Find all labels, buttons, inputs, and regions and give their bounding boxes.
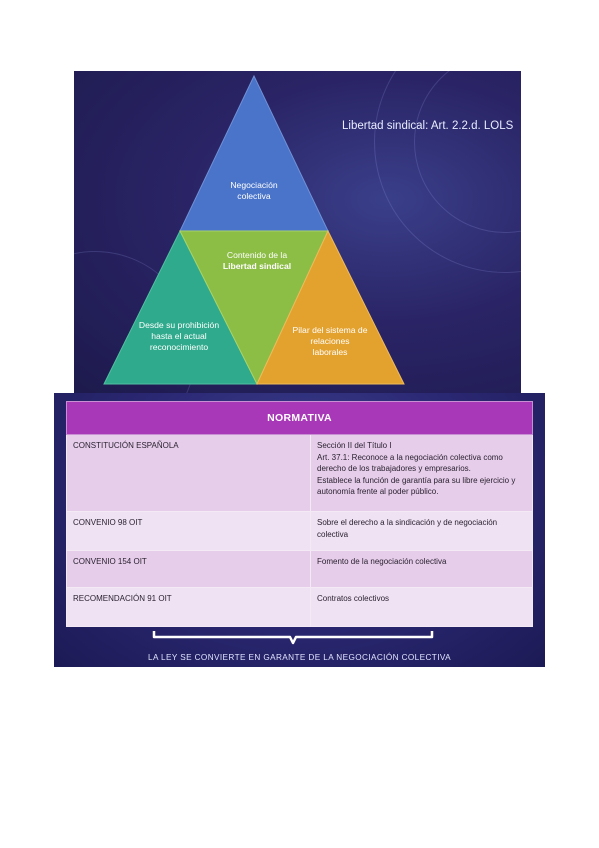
table-row: CONVENIO 154 OIT Fomento de la negociaci… (66, 550, 533, 588)
pyramid-diagram (103, 74, 405, 386)
slide-title: Libertad sindical: Art. 2.2.d. LOLS (342, 120, 514, 132)
description-line: Contratos colectivos (317, 594, 390, 603)
pyramid-center-label-bold: Libertad sindical (222, 261, 292, 272)
table-cell-description: Contratos colectivos (310, 587, 533, 627)
slide-libertad-sindical: Libertad sindical: Art. 2.2.d. LOLS Nego… (74, 71, 521, 393)
pyramid-top-triangle (179, 74, 329, 232)
table-cell-norm: RECOMENDACIÓN 91 OIT (66, 587, 311, 627)
pyramid-center-label: Contenido de la Libertad sindical (212, 250, 302, 272)
table-cell-norm: CONSTITUCIÓN ESPAÑOLA (66, 434, 311, 512)
description-line: Fomento de la negociación colectiva (317, 557, 447, 566)
slide-footer-text: LA LEY SE CONVIERTE EN GARANTE DE LA NEG… (147, 653, 451, 662)
pyramid-right-label: Pilar del sistema de relaciones laborale… (292, 325, 368, 358)
slide-normativa: NORMATIVA CONSTITUCIÓN ESPAÑOLA Sección … (54, 393, 545, 667)
table-header: NORMATIVA (66, 401, 533, 435)
normativa-table: NORMATIVA CONSTITUCIÓN ESPAÑOLA Sección … (66, 401, 533, 627)
table-header-row: NORMATIVA (66, 401, 533, 435)
pyramid-right-triangle (256, 229, 405, 385)
curly-brace-icon (152, 631, 434, 645)
description-line: Sobre el derecho a la sindicación y de n… (317, 518, 498, 539)
table-cell-description: Fomento de la negociación colectiva (310, 550, 533, 588)
pyramid-left-label: Desde su prohibición hasta el actual rec… (138, 320, 220, 353)
table-cell-norm: CONVENIO 98 OIT (66, 511, 311, 551)
pyramid-top-label: Negociación colectiva (230, 180, 278, 202)
description-line: Establece la función de garantía para su… (317, 475, 516, 497)
table-row: RECOMENDACIÓN 91 OIT Contratos colectivo… (66, 587, 533, 627)
table-cell-description: Sección II del Título I Art. 37.1: Recon… (310, 434, 533, 512)
table-cell-description: Sobre el derecho a la sindicación y de n… (310, 511, 533, 551)
description-line: Sección II del Título I (317, 441, 392, 450)
description-line: Art. 37.1: Reconoce a la negociación col… (317, 452, 503, 474)
table-cell-norm: CONVENIO 154 OIT (66, 550, 311, 588)
pyramid-center-label-line: Contenido de la (226, 250, 288, 260)
table-row: CONVENIO 98 OIT Sobre el derecho a la si… (66, 511, 533, 551)
table-row: CONSTITUCIÓN ESPAÑOLA Sección II del Tít… (66, 434, 533, 512)
